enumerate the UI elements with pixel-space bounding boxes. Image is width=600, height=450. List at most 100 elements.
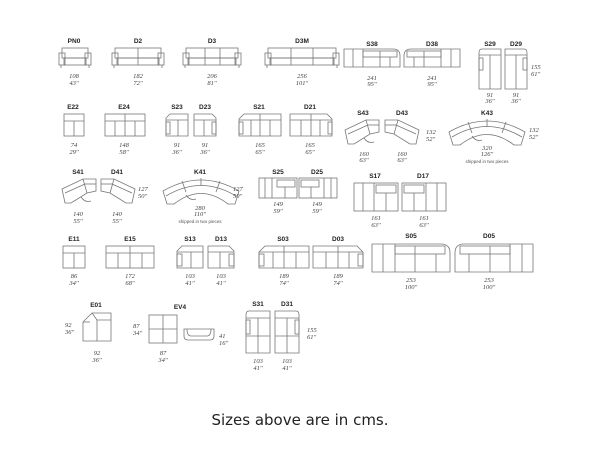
dimension-cm: 86 (70, 273, 78, 280)
module-code: D13 (215, 236, 227, 243)
dimension-cm: 241 (427, 75, 437, 82)
dimension-cm: 189 (279, 273, 289, 280)
dimension-cm: 103 (282, 358, 292, 365)
dimension-cm: 206 (207, 73, 217, 80)
sofa-drawing-icon (104, 113, 146, 137)
dimension-in: 81" (207, 80, 217, 87)
sofa-drawing-icon (343, 48, 401, 68)
module-code: S23 (171, 104, 183, 111)
module-code: D41 (111, 169, 123, 176)
dimension-cm: 140 (73, 211, 83, 218)
depth-cm: 92 (65, 322, 72, 329)
dimension-cm: 256 (297, 73, 307, 80)
dimension-cm: 74 (70, 142, 78, 149)
sofa-drawing-icon (312, 245, 364, 269)
sofa-drawing-icon (289, 113, 333, 137)
dimension-in: 34" (69, 280, 79, 287)
sofa-drawing-icon (353, 182, 399, 212)
dimension-in: 95" (367, 81, 377, 88)
sofa-drawing-icon (62, 245, 86, 269)
dimension-cm: 87 (159, 350, 167, 357)
sofa-drawing-icon (344, 119, 380, 145)
module-code: S41 (72, 169, 84, 176)
depth-in: 61" (531, 71, 541, 78)
sofa-drawing-icon (274, 310, 300, 354)
dimension-in: 100" (482, 284, 496, 291)
module-code: D3 (207, 38, 217, 45)
dimension-in: 41" (282, 365, 292, 372)
dimension-in: 65" (255, 149, 265, 156)
depth-in: 34" (133, 330, 143, 337)
depth-in: 52" (529, 134, 539, 141)
sofa-drawing-icon (384, 119, 420, 145)
sofa-drawing-icon (111, 47, 165, 68)
sofa-drawing-icon (448, 119, 526, 146)
dimension-cm: 103 (216, 273, 226, 280)
dimension-in: 74" (333, 280, 343, 287)
dimension-cm: 182 (133, 73, 143, 80)
module-code: E24 (118, 104, 130, 111)
module-code: D23 (199, 104, 211, 111)
dimension-cm: 172 (125, 273, 135, 280)
dimension-in: 41" (253, 365, 263, 372)
sofa-drawing-icon (401, 182, 447, 212)
ottoman-side-drawing-icon (183, 328, 215, 341)
dimension-in: 41" (185, 280, 195, 287)
module-code: S25 (272, 169, 284, 176)
sofa-drawing-icon (403, 48, 461, 68)
module-code: E22 (67, 104, 79, 111)
module-code: D3M (295, 38, 309, 45)
dimension-in: 59" (312, 208, 322, 215)
module-code: EV4 (173, 304, 187, 311)
ottoman-top-drawing-icon (148, 314, 178, 344)
depth-cm: 155 (531, 64, 541, 71)
sofa-drawing-icon (245, 310, 271, 354)
dimension-in: 63" (359, 157, 369, 164)
module-code: D43 (396, 110, 408, 117)
dimension-cm: 161 (371, 215, 381, 222)
sofa-drawing-icon (371, 243, 451, 273)
dimension-cm: 160 (359, 151, 369, 158)
module-code: D31 (281, 301, 293, 308)
depth-cm: 127 (138, 186, 148, 193)
module-code: S13 (184, 236, 196, 243)
module-code: D21 (304, 104, 316, 111)
dimension-in: 65" (305, 149, 315, 156)
dimension-cm: 161 (419, 215, 429, 222)
dimension-in: 63" (397, 157, 407, 164)
sofa-drawing-icon (176, 245, 204, 269)
dimension-cm: 103 (185, 273, 195, 280)
module-code: S43 (357, 110, 369, 117)
shipping-note: shipped in two pieces (178, 219, 222, 224)
module-code: E01 (90, 302, 102, 309)
sofa-drawing-icon (258, 177, 298, 199)
dimension-cm: 253 (484, 277, 494, 284)
depth-cm: 132 (529, 127, 539, 134)
sofa-drawing-icon (193, 113, 217, 137)
sofa-drawing-icon (61, 178, 97, 204)
sofa-drawing-icon (58, 47, 92, 68)
sofa-drawing-icon (454, 243, 534, 273)
dimension-cm: 165 (255, 142, 265, 149)
dimension-in: 110" (194, 211, 206, 218)
dimension-cm: 165 (305, 142, 315, 149)
dimension-cm: 149 (312, 201, 322, 208)
dimension-cm: 149 (273, 201, 283, 208)
dimension-cm: 320 (482, 145, 492, 152)
shipping-note: shipped in two pieces (465, 159, 509, 164)
dimension-in: 126" (480, 151, 494, 158)
dimension-cm: 280 (195, 205, 205, 212)
sofa-drawing-icon (238, 113, 282, 137)
depth-in: 50" (233, 193, 243, 200)
dimension-in: 101" (295, 80, 309, 87)
dimension-in: 74" (279, 280, 289, 287)
depth-in: 36" (65, 329, 75, 336)
module-code: D03 (332, 236, 344, 243)
ottoman-height-cm: 41 (219, 333, 226, 340)
dimension-cm: 241 (367, 75, 377, 82)
module-code: D25 (311, 169, 323, 176)
dimension-in: 41" (216, 280, 226, 287)
dimension-cm: 140 (112, 211, 122, 218)
module-code: S29 (484, 41, 496, 48)
sofa-drawing-icon (165, 113, 189, 137)
